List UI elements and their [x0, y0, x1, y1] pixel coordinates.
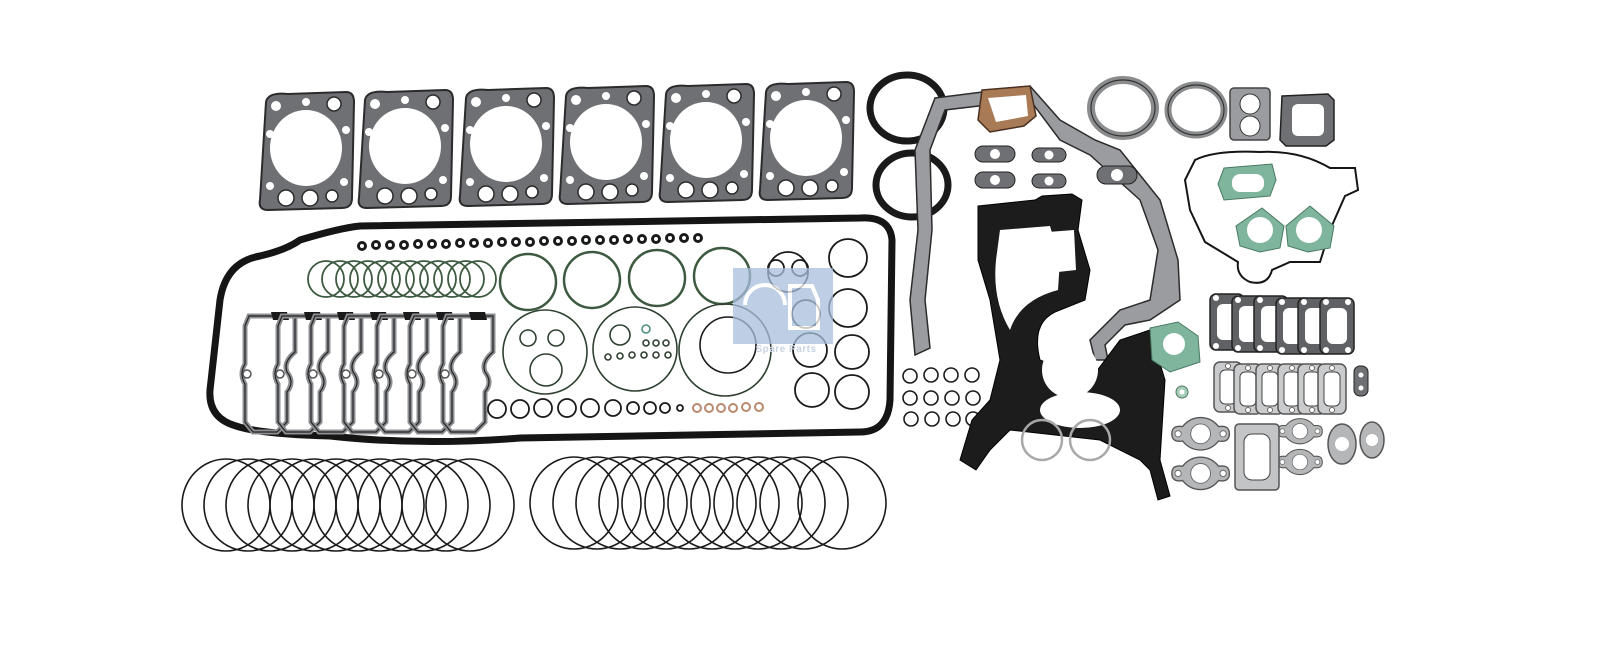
- wear-sleeves: [1087, 76, 1228, 140]
- large-green-orings: [498, 246, 752, 312]
- crankshaft-seals: [866, 71, 952, 221]
- manifold-gaskets-row2: [1213, 361, 1347, 415]
- timing-cover-gasket: [909, 85, 1181, 361]
- thin-rings: [1020, 418, 1112, 462]
- exhaust-gaskets: [1171, 416, 1385, 491]
- cylinder-head-gaskets: [258, 81, 855, 211]
- valve-cover-gaskets: [242, 312, 493, 432]
- small-flange-gaskets: [974, 145, 1138, 189]
- flywheel-housing-gasket: [959, 193, 1171, 501]
- small-oblong-gasket: [1353, 365, 1369, 397]
- watermark-text: Spare Parts: [755, 344, 817, 355]
- oil-pan-gasket: [206, 214, 896, 446]
- green-paper-gaskets: [1149, 163, 1335, 399]
- bottom-small-orings: [487, 398, 684, 419]
- green-orings-cluster: [307, 260, 497, 298]
- small-gaskets-top-right: [1229, 87, 1335, 147]
- small-orings-row: [357, 233, 703, 251]
- large-orings-right: [529, 456, 887, 550]
- copper-washers: [692, 402, 764, 413]
- dt-logo: [733, 268, 833, 344]
- manifold-gaskets-row1: [1209, 293, 1355, 355]
- oring-grid: [902, 367, 981, 427]
- large-orings-left: [181, 458, 515, 552]
- oring-group-circles: [502, 303, 772, 397]
